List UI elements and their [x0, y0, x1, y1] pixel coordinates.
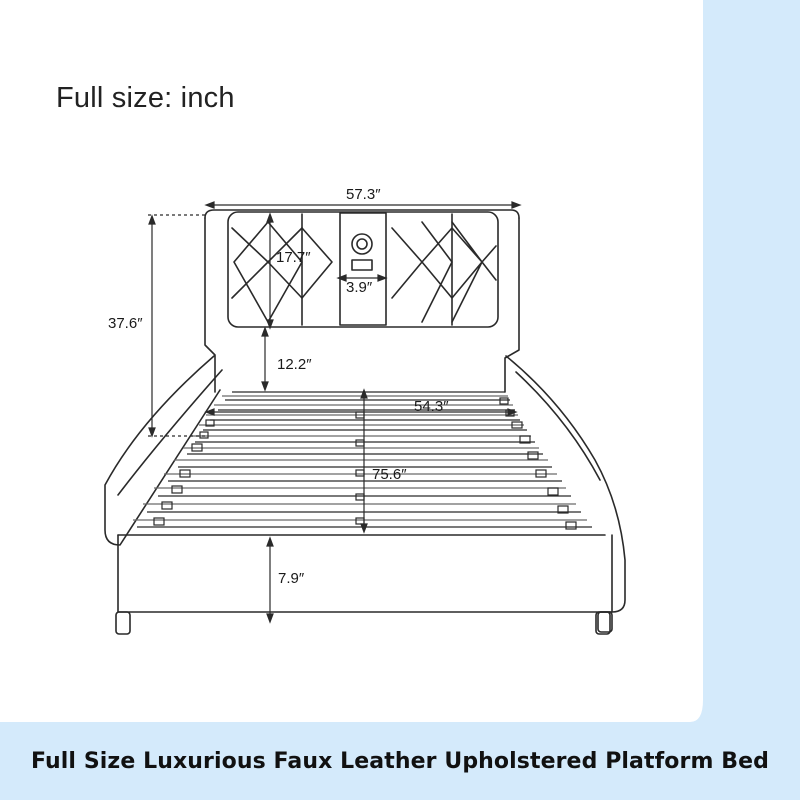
- overall-height-label: 37.6″: [108, 315, 143, 332]
- headboard-height-label: 17.7″: [276, 249, 311, 266]
- headboard-gap-label: 12.2″: [277, 356, 312, 373]
- speaker-width-label: 3.9″: [346, 279, 373, 296]
- product-title-caption: Full Size Luxurious Faux Leather Upholst…: [31, 749, 769, 774]
- caption-band: [0, 726, 800, 800]
- frame-height-label: 7.9″: [278, 570, 305, 587]
- units-heading: Full size: inch: [56, 82, 235, 114]
- inner-width-label: 54.3″: [414, 398, 449, 415]
- inner-length-label: 75.6″: [372, 466, 407, 483]
- overall-width-label: 57.3″: [346, 186, 381, 203]
